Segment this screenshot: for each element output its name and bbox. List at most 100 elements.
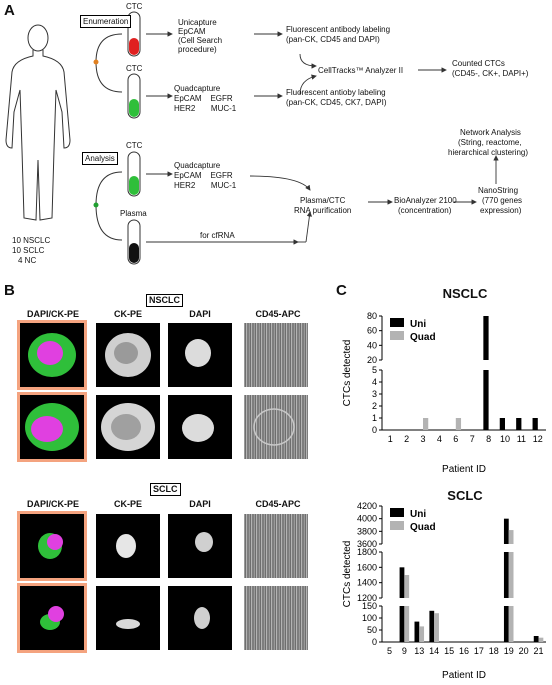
- x-tick-label: 8: [486, 434, 491, 444]
- plasma-tube-black: [127, 219, 141, 265]
- col-ck-pe: CK-PE: [113, 309, 142, 319]
- col-dapi-ck-pe: DAPI/CK-PE: [26, 309, 79, 319]
- col-dapi-ck-pe-sclc: DAPI/CK-PE: [26, 499, 79, 509]
- y-tick-label: 3: [372, 389, 377, 399]
- bar-uni: [414, 621, 420, 642]
- x-tick-label: 17: [474, 646, 484, 656]
- bar-quad: [455, 418, 462, 430]
- celltracks-label: CellTracks™ Analyzer II: [318, 66, 404, 75]
- nsclc-ck-pe-image-2: [96, 395, 160, 459]
- y-tick-label: 4: [372, 377, 377, 387]
- x-tick-label: 19: [504, 646, 514, 656]
- bar-quad: [423, 418, 429, 430]
- cfrna-label: for cfRNA: [200, 231, 235, 240]
- x-tick-label: 3: [420, 434, 425, 444]
- x-tick-label: 7: [470, 434, 475, 444]
- bar-quad: [434, 613, 439, 642]
- x-tick-label: 6: [453, 434, 458, 444]
- fab1-line: Fluorescent antibody labeling: [286, 25, 391, 34]
- y-tick-label: 0: [372, 637, 377, 647]
- col-dapi-sclc: DAPI: [189, 499, 211, 509]
- bar-quad: [404, 606, 410, 642]
- bar-uni: [429, 610, 435, 642]
- chart-sclc-title: SCLC: [447, 488, 483, 503]
- col-dapi: DAPI: [189, 309, 211, 319]
- x-tick-label: 15: [444, 646, 454, 656]
- legend-label: Uni: [410, 319, 426, 330]
- sclc-dapi-image-1: [168, 514, 232, 578]
- x-axis-label: Patient ID: [442, 464, 486, 475]
- quadcapture-line: Quadcapture: [174, 84, 221, 93]
- counted-line: Counted CTCs: [452, 59, 505, 68]
- fab1-line: (pan-CK, CD45 and DAPI): [286, 35, 380, 44]
- nsclc-dapi-image-2: [168, 395, 232, 459]
- y-tick-label: 4000: [357, 514, 377, 524]
- col-cd45-apc-sclc: CD45-APC: [255, 499, 301, 509]
- quadcapture-line: HER2 MUC-1: [174, 181, 237, 190]
- x-tick-label: 16: [459, 646, 469, 656]
- bar-uni: [503, 552, 509, 598]
- ctc-tube-green-2: [127, 151, 141, 197]
- y-tick-label: 0: [372, 425, 377, 435]
- x-tick-label: 4: [437, 434, 442, 444]
- network-line: hierarchical clustering): [448, 148, 529, 157]
- quadcapture-line: Quadcapture: [174, 161, 221, 170]
- legend-swatch: [390, 331, 404, 340]
- unicapture-line: EpCAM: [178, 27, 206, 36]
- y-tick-label: 60: [367, 326, 377, 336]
- bar-quad: [508, 530, 514, 544]
- bar-uni: [483, 316, 489, 360]
- y-tick-label: 1: [372, 413, 377, 423]
- human-figure-icon: [5, 24, 71, 221]
- y-tick-label: 1600: [357, 562, 377, 572]
- x-tick-label: 14: [429, 646, 439, 656]
- nsclc-ck-pe-image-1: [96, 323, 160, 387]
- y-tick-label: 100: [362, 613, 377, 623]
- x-tick-label: 11: [517, 434, 526, 444]
- nsclc-cd45-image-2: [244, 395, 308, 459]
- fab2-line: Fluorescent antioby labeling: [286, 88, 386, 97]
- legend-label: Quad: [410, 522, 436, 533]
- sclc-title: SCLC: [150, 483, 181, 496]
- x-axis-label: Patient ID: [442, 670, 486, 681]
- bar-uni: [483, 370, 489, 430]
- x-tick-label: 20: [519, 646, 529, 656]
- bar-quad: [508, 552, 514, 598]
- unicapture-line: procedure): [178, 45, 217, 54]
- sclc-cd45-image-2: [244, 586, 308, 650]
- legend-swatch: [390, 508, 404, 517]
- sclc-cd45-image-1: [244, 514, 308, 578]
- bar-uni: [399, 606, 405, 642]
- x-tick-label: 13: [414, 646, 424, 656]
- nanostring-line: expression): [480, 206, 522, 215]
- panel-b-letter: B: [4, 282, 15, 299]
- y-axis-label: CTCs detected: [342, 541, 353, 608]
- y-tick-label: 4200: [357, 502, 377, 511]
- chart-sclc: 0501001501200140016001800360038004000420…: [342, 502, 546, 681]
- fab2-line: (pan-CK, CD45, CK7, DAPI): [286, 98, 387, 107]
- cohort-line-3: 4 NC: [18, 256, 37, 265]
- sclc-merge-image-1: [20, 514, 84, 578]
- panel-a-letter: A: [4, 2, 15, 19]
- network-line: (String, reactome,: [458, 138, 522, 147]
- network-line: Network Analysis: [460, 128, 521, 137]
- bar-quad: [538, 637, 544, 642]
- y-tick-label: 150: [362, 601, 377, 611]
- y-tick-label: 20: [367, 355, 377, 365]
- x-tick-label: 2: [404, 434, 409, 444]
- ctc-tube-green-1: [127, 73, 141, 119]
- x-tick-label: 18: [489, 646, 499, 656]
- legend-swatch: [390, 318, 404, 327]
- bar-uni: [532, 418, 538, 430]
- legend-label: Quad: [410, 332, 436, 343]
- unicapture-line: (Cell Search: [178, 36, 223, 45]
- bar-uni: [503, 518, 509, 544]
- y-tick-label: 5: [372, 365, 377, 375]
- sclc-ck-pe-image-1: [96, 514, 160, 578]
- ctc-label-2: CTC: [126, 64, 143, 73]
- counted-line: (CD45-, CK+, DAPI+): [452, 69, 529, 78]
- col-ck-pe-sclc: CK-PE: [113, 499, 142, 509]
- nanostring-line: (770 genes: [482, 196, 523, 205]
- quadcapture-line: EpCAM EGFR: [174, 171, 233, 180]
